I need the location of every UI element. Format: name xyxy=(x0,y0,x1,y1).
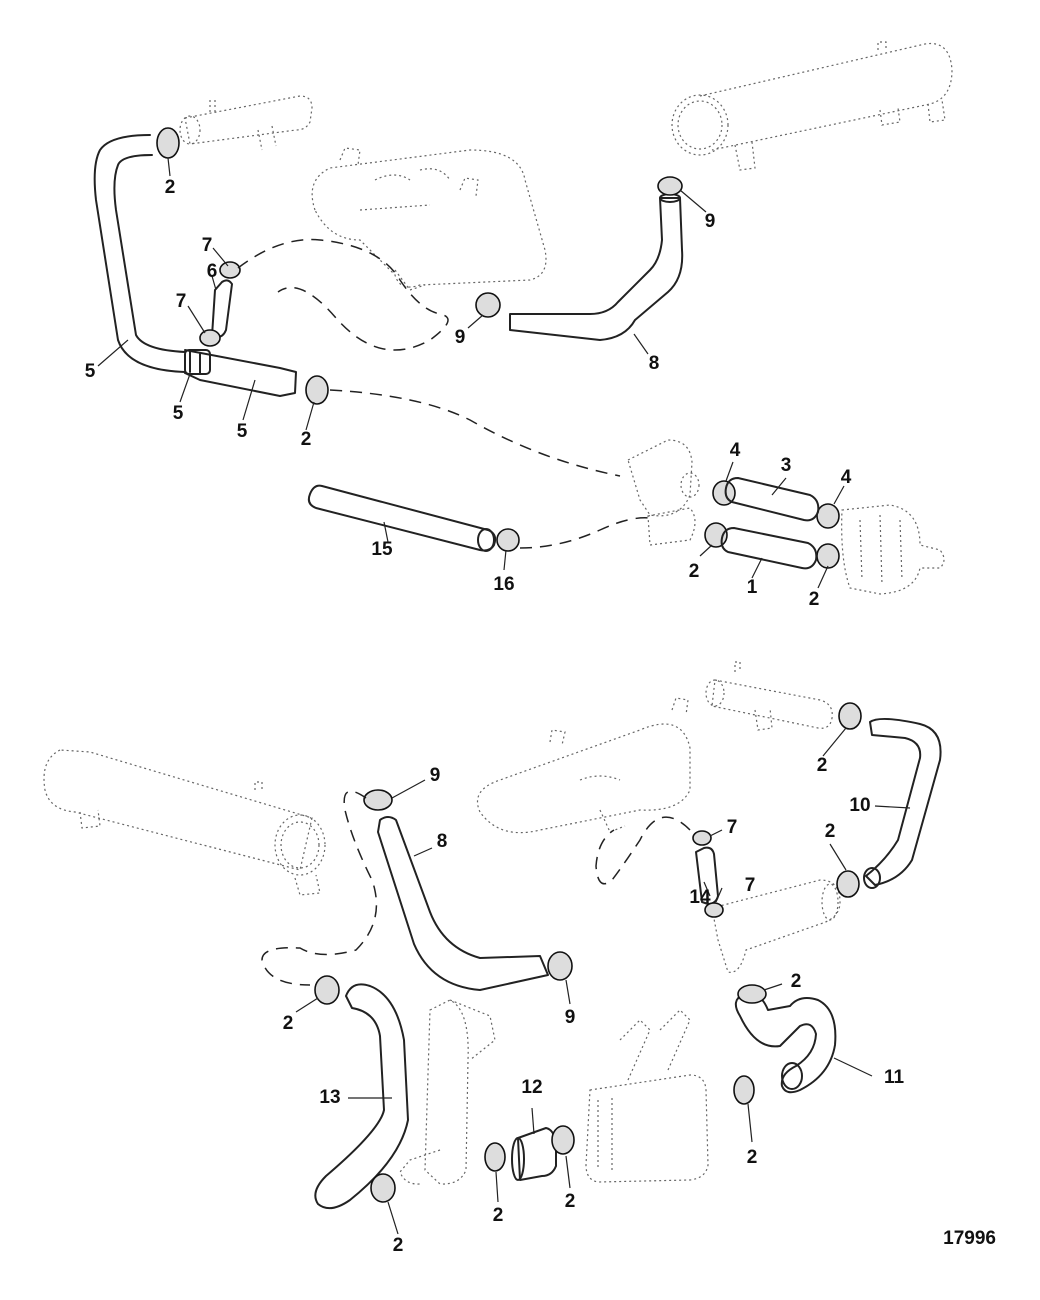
callout: 5 xyxy=(85,361,96,382)
hose-10 xyxy=(863,718,942,889)
callout: 7 xyxy=(727,817,738,838)
clamps-lower xyxy=(314,702,862,1203)
leader-lines xyxy=(97,157,911,1235)
upper-assembly xyxy=(93,41,953,595)
clamp-9-b xyxy=(475,292,501,318)
callout: 2 xyxy=(165,177,176,198)
clamp-2-d xyxy=(816,543,840,569)
callout: 11 xyxy=(884,1067,905,1088)
callouts-upper: 2 7 6 7 5 5 5 2 9 9 8 4 3 4 15 16 2 1 2 xyxy=(85,177,852,610)
callout: 2 xyxy=(301,429,312,450)
callout: 6 xyxy=(207,261,218,282)
clamp-4-b xyxy=(816,503,840,529)
clamp-7-d xyxy=(704,902,724,918)
callout: 9 xyxy=(455,327,466,348)
clamp-7-a xyxy=(219,261,241,279)
hose-5 xyxy=(93,134,297,397)
callouts-lower: 9 8 2 2 10 7 14 7 2 11 2 9 13 12 2 2 2 2 xyxy=(283,755,905,1256)
callout: 10 xyxy=(849,795,870,816)
clamp-7-c xyxy=(692,830,712,846)
clamp-9-a xyxy=(657,176,683,196)
routing-line-5 xyxy=(595,816,691,885)
callout: 7 xyxy=(176,291,187,312)
y-fitting-upper xyxy=(627,439,700,546)
clamp-2-l xyxy=(733,1075,755,1105)
hose-15 xyxy=(307,484,497,552)
callout: 9 xyxy=(430,765,441,786)
callout: 9 xyxy=(565,1007,576,1028)
callout: 15 xyxy=(371,539,393,560)
hose-1 xyxy=(720,527,818,570)
clamp-2-k xyxy=(551,1125,575,1155)
figure-number: 17996 xyxy=(943,1228,996,1249)
clamp-2-f xyxy=(836,870,860,898)
callout: 2 xyxy=(689,561,700,582)
routing-line-3 xyxy=(519,517,651,549)
callout: 2 xyxy=(791,971,802,992)
clamp-4-a xyxy=(712,480,736,506)
hose-12 xyxy=(511,1127,557,1181)
manifold-upper xyxy=(311,147,547,291)
hose-13 xyxy=(314,983,409,1210)
routing-line-1 xyxy=(237,238,449,351)
clamp-16 xyxy=(496,528,520,552)
clamp-2-j xyxy=(484,1142,506,1172)
callout: 2 xyxy=(817,755,828,776)
routing-line-4 xyxy=(261,790,378,986)
lower-assembly xyxy=(43,661,942,1210)
callout: 13 xyxy=(319,1087,340,1108)
callout: 14 xyxy=(689,887,711,908)
callout: 2 xyxy=(393,1235,404,1256)
callout: 5 xyxy=(173,403,184,424)
clamps-upper xyxy=(156,127,840,569)
callout: 2 xyxy=(747,1147,758,1168)
hose-8-lower xyxy=(377,816,549,991)
clamp-2-e xyxy=(838,702,862,730)
callout: 12 xyxy=(521,1077,542,1098)
clamp-2-a xyxy=(156,127,180,159)
y-fitting-lower xyxy=(711,879,841,973)
callout: 9 xyxy=(705,211,716,232)
heat-exchanger-small-lower xyxy=(705,661,833,731)
callout: 2 xyxy=(825,821,836,842)
pump-valve-upper xyxy=(841,504,945,595)
callout: 8 xyxy=(437,831,448,852)
heat-exchanger-large-lower xyxy=(43,749,326,896)
clamp-2-g xyxy=(737,984,767,1004)
callout: 2 xyxy=(809,589,820,610)
hose-3 xyxy=(724,477,820,522)
hose-11 xyxy=(734,992,837,1094)
callout: 5 xyxy=(237,421,248,442)
clamp-2-h xyxy=(314,975,340,1005)
clamp-2-b xyxy=(305,375,329,405)
callout: 2 xyxy=(493,1205,504,1226)
cooler-lower xyxy=(585,1009,709,1183)
callout: 2 xyxy=(565,1191,576,1212)
callout: 2 xyxy=(283,1013,294,1034)
valve-lower xyxy=(399,999,496,1185)
callout: 4 xyxy=(730,440,741,461)
routing-line-2 xyxy=(329,389,621,477)
callout: 8 xyxy=(649,353,660,374)
callout: 4 xyxy=(841,467,852,488)
clamp-9-c xyxy=(363,789,393,811)
callout: 3 xyxy=(781,455,792,476)
clamp-7-b xyxy=(199,329,221,347)
heat-exchanger-small-upper xyxy=(179,95,313,151)
clamp-9-d xyxy=(547,951,573,981)
callout: 1 xyxy=(747,577,758,598)
callout: 7 xyxy=(745,875,756,896)
manifold-lower xyxy=(476,697,691,834)
callout: 16 xyxy=(493,574,514,595)
hose-6 xyxy=(211,279,233,339)
callout: 7 xyxy=(202,235,213,256)
clamp-2-i xyxy=(370,1173,396,1203)
heat-exchanger-large-upper xyxy=(671,41,953,171)
